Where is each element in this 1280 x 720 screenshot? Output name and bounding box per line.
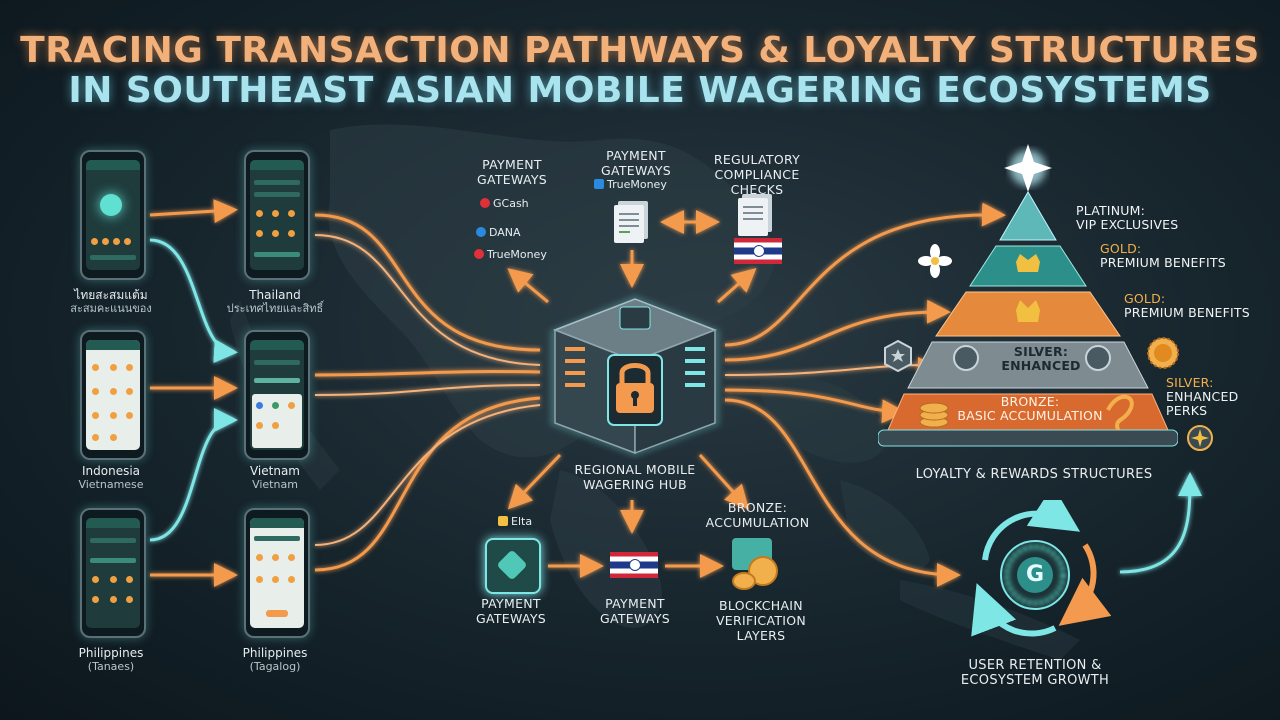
thailand-flag-bottom-icon [610, 552, 658, 578]
tier-gold-a: GOLD:PREMIUM BENEFITS [1100, 241, 1226, 270]
payment-gateways-left-label: PAYMENT GATEWAYS [476, 157, 548, 187]
retention-label: USER RETENTION & ECOSYSTEM GROWTH [960, 658, 1110, 688]
phone-label-philippines-right: Philippines(Tagalog) [242, 646, 308, 673]
elta-wallet-icon [485, 538, 541, 594]
regulatory-document-icon [738, 198, 768, 236]
tier-gold-b: GOLD:PREMIUM BENEFITS [1124, 291, 1250, 320]
retention-center-glyph: G [1025, 562, 1045, 587]
regulatory-compliance-label: REGULATORY COMPLIANCE CHECKS [713, 152, 801, 197]
blockchain-verification-label: BLOCKCHAIN VERIFICATION LAYERS [715, 598, 807, 643]
regional-hub-label: REGIONAL MOBILE WAGERING HUB [574, 462, 696, 492]
phone-label-philippines-left: Philippines(Tanaes) [78, 646, 144, 673]
phone-philippines-right[interactable] [244, 508, 310, 638]
phone-label-thai-loyalty: ไทยสะสมแต้มสะสมคะแนนของ [70, 288, 152, 315]
loyalty-pyramid [878, 144, 1178, 447]
page-title-line2: IN SOUTHEAST ASIAN MOBILE WAGERING ECOSY… [68, 70, 1212, 111]
sparkle-badge-icon [1186, 424, 1214, 452]
tier-silver: SILVER:ENHANCED [1001, 344, 1081, 373]
payment-gateways-bottom-a-label: PAYMENT GATEWAYS [475, 596, 547, 626]
brand-truemoney-left: TrueMoney [474, 248, 547, 261]
phone-philippines-left[interactable] [80, 508, 146, 638]
brand-elta: Elta [498, 515, 532, 528]
phone-indonesia[interactable] [80, 330, 146, 460]
phone-thai-loyalty[interactable] [80, 150, 146, 280]
brand-dana: DANA [476, 226, 521, 239]
bronze-accumulation-label: BRONZE: ACCUMULATION [705, 500, 810, 530]
retention-cycle-icon [971, 500, 1112, 637]
phone-thailand[interactable] [244, 150, 310, 280]
tier-platinum: PLATINUM:VIP EXCLUSIVES [1076, 203, 1179, 232]
brand-truemoney-top: TrueMoney [594, 178, 667, 191]
payment-gateways-bottom-b-label: PAYMENT GATEWAYS [599, 596, 671, 626]
payment-gateways-top-label: PAYMENT GATEWAYS [600, 148, 672, 178]
regional-hub-server-icon [550, 295, 720, 457]
loyalty-caption: LOYALTY & REWARDS STRUCTURES [915, 467, 1153, 482]
thailand-flag-icon [734, 238, 782, 264]
payment-document-icon [614, 205, 644, 243]
brand-gcash: GCash [480, 197, 529, 210]
page-title-line1: TRACING TRANSACTION PATHWAYS & LOYALTY S… [20, 30, 1260, 71]
gold-medal-icon [1146, 336, 1180, 370]
silver-badge-icon [882, 339, 914, 373]
phone-vietnam[interactable] [244, 330, 310, 460]
tier-bronze: BRONZE:BASIC ACCUMULATION [957, 394, 1103, 423]
tier-silver-side: SILVER:ENHANCED PERKS [1166, 375, 1239, 418]
blockchain-coins-icon [730, 538, 782, 590]
frangipani-flower-icon [918, 244, 952, 278]
